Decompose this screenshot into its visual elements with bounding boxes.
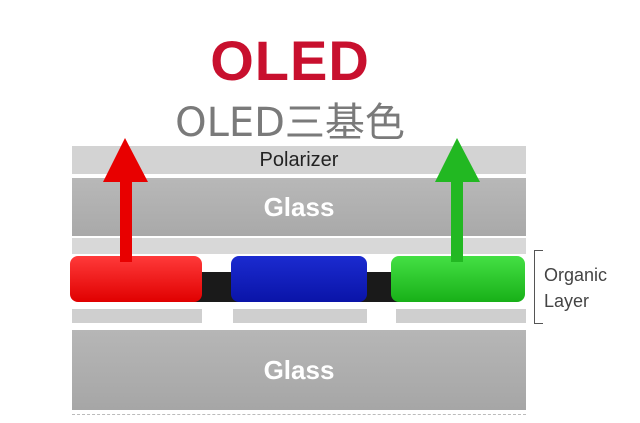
glass-bottom-label: Glass [263, 354, 335, 385]
electrode-segment [72, 309, 202, 323]
organic-layer-bracket [534, 250, 543, 324]
electrode-segment [233, 309, 367, 323]
glass-bottom-layer: Glass [72, 330, 526, 410]
organic-layer-label: Organic Layer [544, 262, 607, 314]
subtitle: OLED三基色 [175, 100, 405, 146]
red-subpixel [70, 256, 202, 302]
thin-layer [72, 238, 526, 254]
main-title: OLED [210, 29, 370, 92]
red-up-arrow-icon [103, 138, 148, 262]
polarizer-label: Polarizer [259, 148, 339, 171]
blue-subpixel [231, 256, 367, 302]
green-up-arrow-icon [435, 138, 480, 262]
base-dashed-line [72, 414, 526, 415]
organic-label-line2: Layer [544, 291, 590, 311]
electrode-segment [396, 309, 526, 323]
glass-top-label: Glass [263, 191, 335, 222]
organic-label-line1: Organic [544, 265, 608, 285]
green-subpixel [391, 256, 525, 302]
glass-top-layer: Glass [72, 178, 526, 236]
